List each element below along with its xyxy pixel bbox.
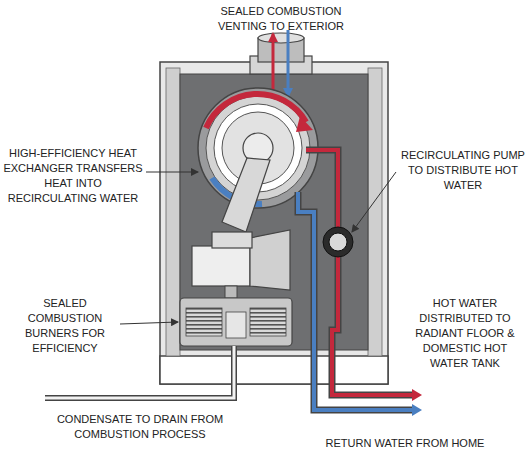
return-water-label: RETURN WATER FROM HOME [300, 436, 510, 451]
condensate-label: CONDENSATE TO DRAIN FROM COMBUSTION PROC… [30, 412, 250, 442]
vent-label: SEALED COMBUSTION VENTING TO EXTERIOR [200, 4, 362, 34]
pump-label: RECIRCULATING PUMP TO DISTRIBUTE HOT WAT… [398, 148, 528, 193]
burner-label: SEALED COMBUSTION BURNERS FOR EFFICIENCY [12, 296, 118, 356]
heat-exchanger-label: HIGH-EFFICIENCY HEAT EXCHANGER TRANSFERS… [2, 146, 144, 206]
hot-water-label: HOT WATER DISTRIBUTED TO RADIANT FLOOR &… [404, 296, 526, 371]
